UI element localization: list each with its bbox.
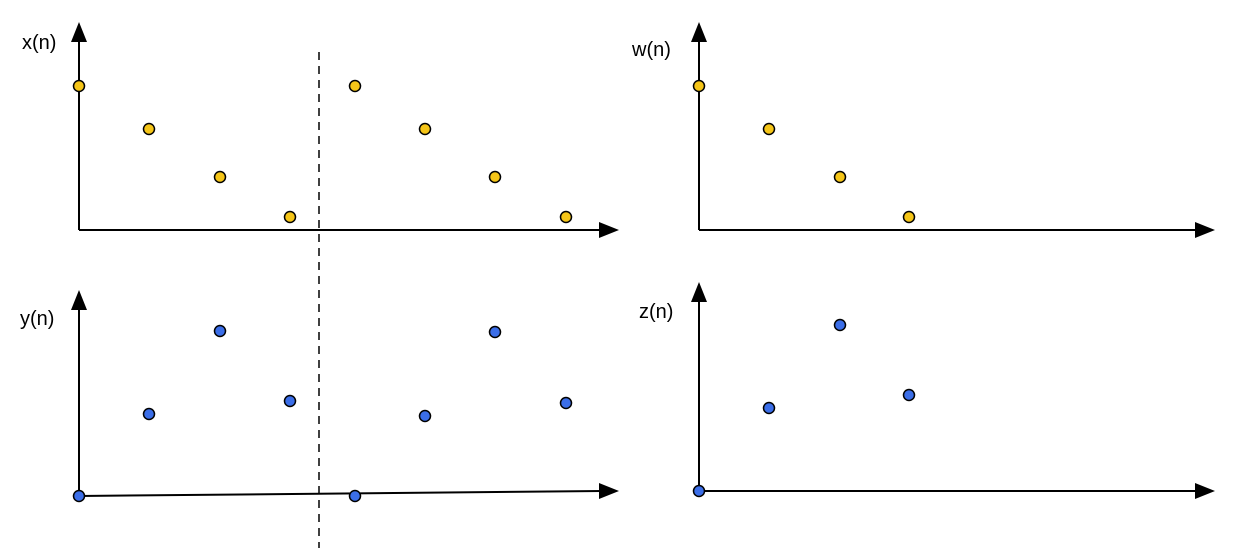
y-sample: [142, 407, 156, 421]
z-sample: [692, 484, 706, 498]
y-sample: [283, 394, 297, 408]
y-sample: [488, 325, 502, 339]
z-sample: [833, 318, 847, 332]
x-vertical-axis-arrow: [71, 22, 87, 42]
y-axis-label: y(n): [20, 308, 54, 330]
x-sample: [559, 210, 573, 224]
panel-y: y(n): [20, 290, 619, 503]
y-sample: [348, 489, 362, 503]
w-axis-label: w(n): [631, 39, 671, 61]
y-sample: [559, 396, 573, 410]
x-horizontal-axis-arrow: [599, 222, 619, 238]
w-vertical-axis-arrow: [691, 22, 707, 42]
y-sample: [418, 409, 432, 423]
x-sample: [348, 79, 362, 93]
w-sample: [833, 170, 847, 184]
x-axis-label: x(n): [22, 32, 56, 54]
x-sample: [142, 122, 156, 136]
panel-z: z(n): [639, 282, 1215, 499]
x-sample: [418, 122, 432, 136]
panel-w: w(n): [631, 22, 1215, 238]
y-vertical-axis-arrow: [71, 290, 87, 310]
w-sample: [762, 122, 776, 136]
y-horizontal-axis-arrow: [599, 483, 619, 499]
z-horizontal-axis-arrow: [1195, 483, 1215, 499]
y-sample: [213, 324, 227, 338]
x-samples: [72, 79, 573, 224]
panel-x: x(n): [22, 22, 619, 238]
x-sample: [283, 210, 297, 224]
w-samples: [692, 79, 916, 224]
z-axis-label: z(n): [639, 301, 673, 323]
y-horizontal-axis: [78, 490, 603, 497]
w-horizontal-axis-arrow: [1195, 222, 1215, 238]
z-samples: [692, 318, 916, 498]
z-sample: [762, 401, 776, 415]
z-sample: [902, 388, 916, 402]
x-sample: [72, 79, 86, 93]
w-sample: [902, 210, 916, 224]
x-sample: [213, 170, 227, 184]
y-samples: [72, 324, 573, 503]
x-sample: [488, 170, 502, 184]
z-vertical-axis-arrow: [691, 282, 707, 302]
w-sample: [692, 79, 706, 93]
y-sample: [72, 489, 86, 503]
